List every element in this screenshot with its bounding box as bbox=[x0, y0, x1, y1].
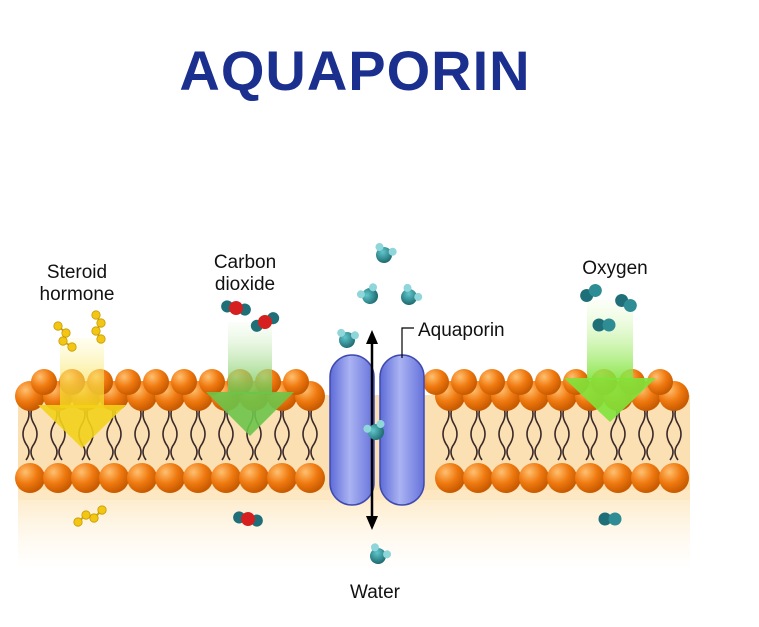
page-title: AQUAPORIN bbox=[179, 39, 531, 102]
steroid-molecule-icon bbox=[73, 505, 107, 527]
co2-molecule-icon bbox=[221, 300, 251, 316]
oxygen-label: Oxygen bbox=[582, 258, 648, 279]
lipid-tail bbox=[470, 403, 478, 461]
lipid-head bbox=[115, 369, 141, 395]
lipid-heads-bottom bbox=[15, 463, 689, 493]
co2-molecule-icon bbox=[250, 312, 280, 332]
lipid-head bbox=[211, 463, 241, 493]
lipid-tail bbox=[310, 403, 318, 461]
lipid-head bbox=[479, 369, 505, 395]
lipid-head bbox=[99, 463, 129, 493]
lipid-head bbox=[491, 463, 521, 493]
lipid-head bbox=[43, 463, 73, 493]
lipid-tail bbox=[302, 403, 310, 461]
lipid-tail bbox=[562, 403, 570, 461]
lipid-tail bbox=[162, 403, 170, 461]
lipid-head bbox=[31, 369, 57, 395]
lipid-head bbox=[295, 463, 325, 493]
lipid-head bbox=[15, 463, 45, 493]
lipid-tail bbox=[618, 403, 626, 461]
steroid-molecule-icon bbox=[53, 321, 77, 352]
lipid-tail bbox=[590, 403, 598, 461]
co2-arrow bbox=[206, 322, 294, 436]
lipid-head bbox=[463, 463, 493, 493]
carbon-dioxide-label: Carbon dioxide bbox=[190, 252, 300, 296]
lipid-tail bbox=[666, 403, 674, 461]
lipid-head bbox=[647, 369, 673, 395]
oxygen-molecule-icon bbox=[580, 284, 602, 302]
lipid-tail bbox=[218, 403, 226, 461]
lipid-tail bbox=[442, 403, 450, 461]
lipid-tail bbox=[498, 403, 506, 461]
lipid-head bbox=[451, 369, 477, 395]
lipid-tail bbox=[450, 403, 458, 461]
lipid-head bbox=[239, 463, 269, 493]
lipid-head bbox=[155, 463, 185, 493]
water-molecule-icon bbox=[375, 242, 397, 263]
lipid-head bbox=[603, 463, 633, 493]
steroid-label-line2: hormone bbox=[39, 284, 115, 305]
lipid-head bbox=[631, 463, 661, 493]
lipid-tail bbox=[646, 403, 654, 461]
co2-molecule-icon bbox=[233, 511, 263, 527]
lipid-tail bbox=[190, 403, 198, 461]
lipid-tail bbox=[198, 403, 206, 461]
steroid-label-line1: Steroid bbox=[46, 262, 108, 283]
lipid-tail bbox=[142, 403, 150, 461]
lipid-tail bbox=[478, 403, 486, 461]
lipid-tail bbox=[170, 403, 178, 461]
lipid-head bbox=[171, 369, 197, 395]
steroid-molecule-icon bbox=[91, 310, 106, 344]
lipid-head bbox=[283, 369, 309, 395]
lipid-tail bbox=[526, 403, 534, 461]
lipid-head bbox=[507, 369, 533, 395]
steroid-hormone-label: Steroid hormone bbox=[22, 262, 132, 306]
lipid-tail bbox=[506, 403, 514, 461]
lipid-head bbox=[575, 463, 605, 493]
lipid-head bbox=[519, 463, 549, 493]
lipid-tail bbox=[638, 403, 646, 461]
lipid-head bbox=[143, 369, 169, 395]
lipid-tail bbox=[226, 403, 234, 461]
lipid-tail bbox=[274, 403, 282, 461]
lipid-head bbox=[423, 369, 449, 395]
lipid-head bbox=[183, 463, 213, 493]
co2-label-line1: Carbon bbox=[213, 252, 277, 273]
lipid-head bbox=[199, 369, 225, 395]
lipid-tail bbox=[282, 403, 290, 461]
lipid-tail bbox=[30, 403, 38, 461]
water-molecule-icon bbox=[363, 419, 385, 440]
water-molecule-icon bbox=[337, 328, 359, 348]
oxygen-molecule-icon bbox=[598, 512, 622, 526]
lipid-tail bbox=[674, 403, 682, 461]
lipid-head bbox=[547, 463, 577, 493]
lipid-tail bbox=[134, 403, 142, 461]
lipid-head bbox=[659, 463, 689, 493]
oxygen-molecule-icon bbox=[615, 294, 637, 312]
oxygen-molecule-icon bbox=[592, 318, 616, 332]
aquaporin-label: Aquaporin bbox=[418, 320, 505, 341]
water-molecule-icon bbox=[401, 283, 423, 305]
water-molecule-icon bbox=[356, 283, 378, 304]
oxygen-arrow bbox=[564, 300, 656, 422]
lipid-tail bbox=[554, 403, 562, 461]
lipid-head bbox=[71, 463, 101, 493]
water-label: Water bbox=[350, 582, 400, 603]
lipid-head bbox=[267, 463, 297, 493]
lipid-tail bbox=[534, 403, 542, 461]
co2-label-line2: dioxide bbox=[214, 274, 276, 295]
molecules bbox=[53, 242, 637, 564]
steroid-arrow bbox=[38, 338, 126, 448]
water-molecule-icon bbox=[370, 543, 392, 564]
lipid-head bbox=[435, 463, 465, 493]
lipid-head bbox=[127, 463, 157, 493]
lipid-tail bbox=[22, 403, 30, 461]
lipid-head bbox=[535, 369, 561, 395]
aquaporin-pointer bbox=[401, 327, 414, 358]
lipid-tail bbox=[582, 403, 590, 461]
